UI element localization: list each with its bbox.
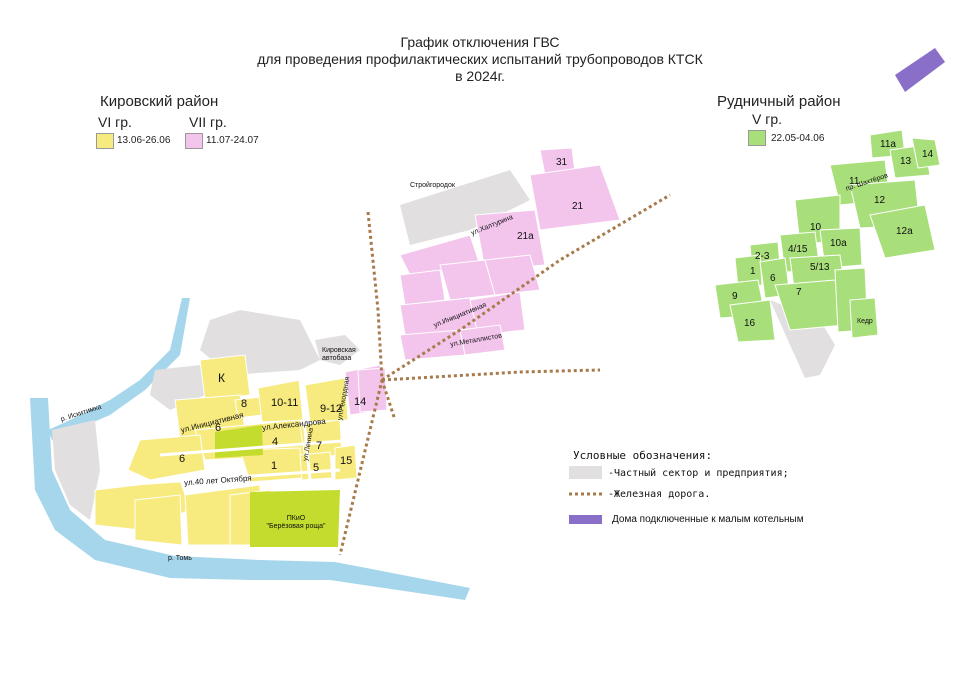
rudn-label-11: 11 bbox=[849, 176, 860, 187]
river-iskitimka bbox=[48, 298, 190, 440]
block-label-4: 4 bbox=[272, 436, 279, 448]
legend-private-swatch bbox=[569, 466, 602, 479]
rudn-label-13: 13 bbox=[900, 156, 912, 167]
kirov-district-title: Кировский район bbox=[100, 93, 219, 110]
block-label-7: 7 bbox=[316, 440, 323, 452]
park-label-line1: ПКиО bbox=[286, 515, 306, 522]
park-label: ПКиО "Берёзовая роща" bbox=[254, 515, 338, 531]
boiler-house bbox=[895, 48, 945, 92]
group5-dates: 22.05-04.06 bbox=[771, 133, 825, 144]
block-label-21a: 21а bbox=[517, 231, 534, 242]
street-lines bbox=[119, 379, 356, 487]
rudn-label-12a: 12а bbox=[896, 226, 913, 237]
legend-boiler-label: Дома подключенные к малым котельным bbox=[612, 514, 804, 525]
block-label-k: К bbox=[218, 371, 225, 385]
river-tom bbox=[30, 398, 470, 600]
rudn-district-title: Рудничный район bbox=[717, 93, 841, 110]
rudn-group5-label: V гр. bbox=[752, 111, 783, 127]
stroygorodok-label: Стройгородок bbox=[410, 182, 455, 189]
park-berezovaya-roshcha bbox=[250, 490, 340, 547]
block-label-6a: 6 bbox=[215, 422, 222, 434]
rudn-label-6: 6 bbox=[770, 273, 776, 284]
title-line-3: в 2024г. bbox=[455, 68, 505, 84]
block-label-31: 31 bbox=[556, 157, 568, 168]
legend-railway-label: -Железная дорога. bbox=[608, 489, 711, 500]
rudn-label-kedr: Кедр bbox=[857, 318, 873, 325]
rudn-label-7: 7 bbox=[796, 287, 802, 298]
group7-swatch bbox=[185, 133, 203, 149]
group6-swatch bbox=[96, 133, 114, 149]
kirov-group6-label: VI гр. bbox=[98, 114, 132, 130]
railway-lines bbox=[338, 193, 671, 556]
rudn-label-10: 10 bbox=[810, 222, 822, 233]
rudn-label-4-15: 4/15 bbox=[788, 244, 808, 255]
rudn-label-5-13: 5/13 bbox=[810, 262, 830, 273]
block-label-15: 15 bbox=[340, 455, 353, 467]
block-label-10-11: 10-11 bbox=[271, 397, 299, 409]
avtobaza-label: Кировская автобаза bbox=[322, 347, 356, 362]
group5-swatch bbox=[748, 130, 766, 146]
block-label-6b: 6 bbox=[179, 453, 186, 465]
block-label-5: 5 bbox=[313, 462, 320, 474]
group7-dates: 11.07-24.07 bbox=[206, 135, 259, 146]
kirov-group7-label: VII гр. bbox=[189, 114, 227, 130]
rudn-label-2-3: 2-3 bbox=[755, 251, 770, 262]
legend-title: Условные обозначения: bbox=[573, 449, 713, 462]
rudn-group5-blocks bbox=[714, 129, 941, 343]
legend-private-label: -Частный сектор и предприятия; bbox=[608, 468, 789, 479]
block-label-21: 21 bbox=[572, 201, 584, 212]
block-label-9-12: 9-12 bbox=[320, 403, 343, 415]
rudn-label-1: 1 bbox=[750, 266, 756, 277]
river-tom-label: р. Томь bbox=[168, 555, 192, 562]
rudn-label-9: 9 bbox=[732, 291, 738, 302]
legend-boiler-swatch bbox=[569, 515, 602, 524]
title-line-1: График отключения ГВС bbox=[400, 34, 560, 50]
rudn-label-14: 14 bbox=[922, 149, 934, 160]
map-title: График отключения ГВС для проведения про… bbox=[230, 34, 730, 85]
title-line-2: для проведения профилактических испытани… bbox=[257, 51, 703, 67]
park-label-line2: "Берёзовая роща" bbox=[266, 523, 326, 530]
rudn-label-16: 16 bbox=[744, 318, 756, 329]
block-label-1: 1 bbox=[271, 460, 278, 472]
block-label-14: 14 bbox=[354, 396, 367, 408]
block-label-8: 8 bbox=[241, 398, 248, 410]
group6-dates: 13.06-26.06 bbox=[117, 135, 171, 146]
rudn-label-11a: 11а bbox=[880, 139, 896, 150]
rudn-label-10a: 10а bbox=[830, 238, 847, 249]
rudn-label-12: 12 bbox=[874, 195, 886, 206]
